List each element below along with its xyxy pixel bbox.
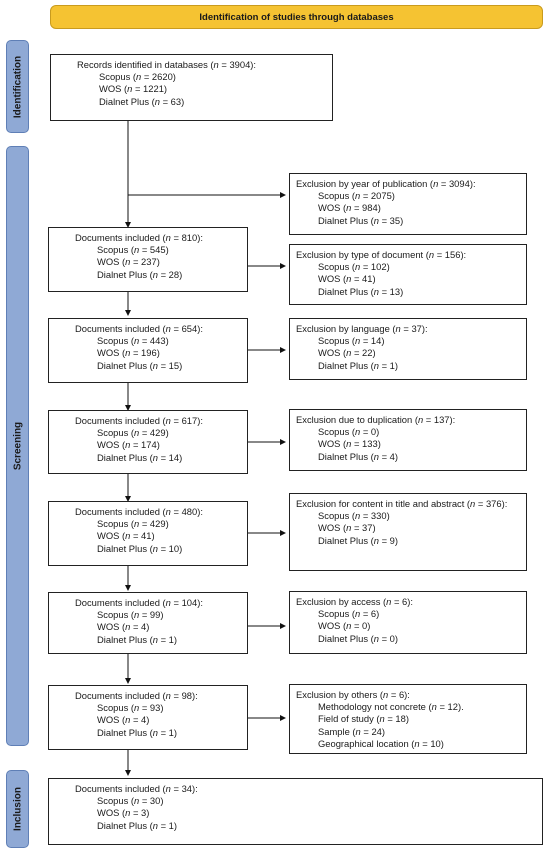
included-box-1: Documents included (n = 810):Scopus (n =… (48, 227, 248, 292)
exclusion-item: Scopus (n = 0) (318, 426, 380, 438)
exclusion-box-6: Exclusion by access (n = 6):Scopus (n = … (289, 591, 527, 654)
exclusion-item: WOS (n = 0) (318, 620, 371, 632)
exclusion-title-4: Exclusion due to duplication (n = 137): (296, 414, 456, 425)
records-item-scopus: Scopus (n = 2620) (99, 71, 176, 83)
records-identified-box: Records identified in databases (n = 390… (50, 54, 333, 121)
included-box-4: Documents included (n = 480):Scopus (n =… (48, 501, 248, 566)
exclusion-item: Dialnet Plus (n = 9) (318, 534, 399, 546)
included-title-6: Documents included (n = 98): (75, 690, 198, 701)
included-item: WOS (n = 41) (97, 530, 155, 542)
exclusion-item: Scopus (n = 14) (318, 335, 385, 347)
included-box-3: Documents included (n = 617):Scopus (n =… (48, 410, 248, 474)
included-item: Dialnet Plus (n = 14) (97, 451, 183, 463)
exclusion-box-4: Exclusion due to duplication (n = 137):S… (289, 409, 527, 471)
phase-screening: Screening (6, 146, 29, 746)
included-item: Scopus (n = 429) (97, 427, 169, 439)
included-title-3: Documents included (n = 617): (75, 415, 203, 426)
exclusion-item: Scopus (n = 6) (318, 608, 380, 620)
exclusion-item: Scopus (n = 2075) (318, 190, 395, 202)
exclusion-title-6: Exclusion by access (n = 6): (296, 596, 413, 607)
included-item: WOS (n = 4) (97, 714, 150, 726)
exclusion-title-1: Exclusion by year of publication (n = 30… (296, 178, 476, 189)
records-title: Records identified in databases (n = 390… (77, 59, 257, 70)
included-item: Dialnet Plus (n = 1) (97, 819, 178, 831)
included-item: Scopus (n = 429) (97, 518, 169, 530)
exclusion-item: Dialnet Plus (n = 1) (318, 359, 399, 371)
exclusion-item: Sample (n = 24) (318, 725, 385, 737)
exclusion-item: Geographical location (n = 10) (318, 737, 444, 749)
flow-header: Identification of studies through databa… (50, 5, 543, 29)
included-item: Dialnet Plus (n = 1) (97, 633, 178, 645)
exclusion-item: Dialnet Plus (n = 35) (318, 214, 404, 226)
exclusion-title-2: Exclusion by type of document (n = 156): (296, 249, 467, 260)
exclusion-item: WOS (n = 133) (318, 438, 381, 450)
included-box-5: Documents included (n = 104):Scopus (n =… (48, 592, 248, 654)
phase-inclusion: Inclusion (6, 770, 29, 848)
included-item: Scopus (n = 30) (97, 795, 164, 807)
included-box-6: Documents included (n = 98):Scopus (n = … (48, 685, 248, 750)
included-title-1: Documents included (n = 810): (75, 232, 203, 243)
exclusion-box-3: Exclusion by language (n = 37):Scopus (n… (289, 318, 527, 380)
exclusion-title-3: Exclusion by language (n = 37): (296, 323, 428, 334)
included-title-7: Documents included (n = 34): (75, 783, 198, 794)
included-item: Scopus (n = 99) (97, 609, 164, 621)
exclusion-item: WOS (n = 984) (318, 202, 381, 214)
included-item: Dialnet Plus (n = 10) (97, 542, 183, 554)
exclusion-item: Methodology not concrete (n = 12). (318, 701, 464, 713)
included-title-4: Documents included (n = 480): (75, 506, 203, 517)
included-item: WOS (n = 4) (97, 621, 150, 633)
exclusion-box-1: Exclusion by year of publication (n = 30… (289, 173, 527, 235)
records-item-dialnet: Dialnet Plus (n = 63) (99, 95, 185, 107)
exclusion-item: Dialnet Plus (n = 4) (318, 450, 399, 462)
included-item: WOS (n = 174) (97, 439, 160, 451)
included-item: WOS (n = 3) (97, 807, 150, 819)
exclusion-item: Field of study (n = 18) (318, 713, 409, 725)
included-item: WOS (n = 237) (97, 256, 160, 268)
exclusion-title-7: Exclusion by others (n = 6): (296, 689, 410, 700)
exclusion-item: WOS (n = 37) (318, 522, 376, 534)
exclusion-title-5: Exclusion for content in title and abstr… (296, 498, 508, 509)
included-item: Dialnet Plus (n = 15) (97, 359, 183, 371)
exclusion-item: Dialnet Plus (n = 13) (318, 285, 404, 297)
included-item: Scopus (n = 545) (97, 244, 169, 256)
records-item-wos: WOS (n = 1221) (99, 83, 168, 95)
included-box-2: Documents included (n = 654):Scopus (n =… (48, 318, 248, 383)
included-title-2: Documents included (n = 654): (75, 323, 203, 334)
exclusion-item: Scopus (n = 102) (318, 261, 390, 273)
exclusion-item: Scopus (n = 330) (318, 510, 390, 522)
included-item: Scopus (n = 443) (97, 335, 169, 347)
exclusion-item: WOS (n = 22) (318, 347, 376, 359)
phase-identification: Identification (6, 40, 29, 133)
included-item: Dialnet Plus (n = 1) (97, 726, 178, 738)
exclusion-box-5: Exclusion for content in title and abstr… (289, 493, 527, 571)
exclusion-box-7: Exclusion by others (n = 6):Methodology … (289, 684, 527, 754)
exclusion-box-2: Exclusion by type of document (n = 156):… (289, 244, 527, 305)
exclusion-item: WOS (n = 41) (318, 273, 376, 285)
included-item: Scopus (n = 93) (97, 702, 164, 714)
included-item: WOS (n = 196) (97, 347, 160, 359)
included-item: Dialnet Plus (n = 28) (97, 268, 183, 280)
exclusion-item: Dialnet Plus (n = 0) (318, 632, 399, 644)
included-title-5: Documents included (n = 104): (75, 597, 203, 608)
included-box-7: Documents included (n = 34):Scopus (n = … (48, 778, 543, 845)
